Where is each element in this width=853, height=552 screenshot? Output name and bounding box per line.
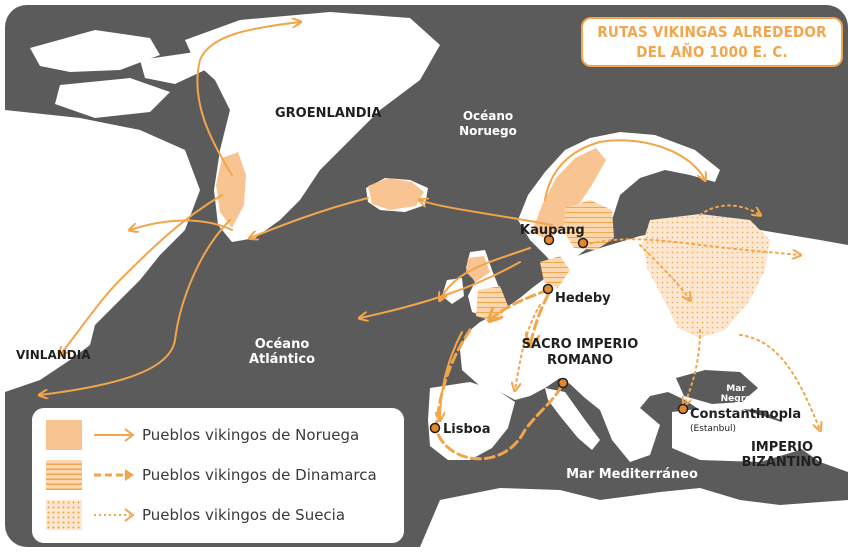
route-sweden-dnieper [639, 244, 690, 300]
label-imperio-2: BIZANTINO [742, 455, 823, 470]
route-sweden-rhine [515, 304, 541, 390]
route-scotland [440, 247, 531, 300]
norway-settlement-greenland [216, 152, 246, 228]
route-denmark-france [530, 293, 550, 345]
legend-swatch-noruega [46, 420, 82, 450]
north-america [5, 110, 200, 392]
label-vinlandia: VINLANDIA [16, 348, 91, 362]
route-sweden-volga-north [699, 204, 760, 215]
route-baffin [130, 219, 233, 230]
legend-swatch-dinamarca [46, 460, 82, 490]
map-title: RUTAS VIKINGAS ALREDEDOR DEL AÑO 1000 E.… [581, 17, 843, 67]
routes-norway [40, 22, 705, 420]
sweden-settlement-rus [642, 214, 770, 338]
label-sacro-imperio-1: SACRO IMPERIO [522, 337, 639, 352]
label-lisboa: Lisboa [443, 422, 491, 437]
label-oceano-noruego-1: Océano [463, 109, 513, 123]
arctic-island-1 [30, 30, 160, 72]
legend-text-suecia: Pueblos vikingos de Suecia [142, 506, 346, 524]
legend-row-suecia: Pueblos vikingos de Suecia [32, 500, 404, 530]
balkans [600, 408, 660, 462]
label-kaupang: Kaupang [520, 223, 585, 238]
lisboa-dot [429, 422, 441, 434]
route-sweden-caspian [739, 334, 820, 430]
norway-settlement-iceland [368, 178, 424, 210]
route-iceland-greenland [250, 197, 369, 238]
dashed-arrow-right-icon [94, 469, 134, 481]
title-line-1: RUTAS VIKINGAS ALREDEDOR [597, 23, 827, 41]
black-sea [676, 370, 758, 404]
label-oceano-atlantico-2: Atlántico [249, 352, 315, 367]
label-estanbul: (Estanbul) [690, 424, 736, 434]
label-oceano-atlantico-1: Océano [255, 337, 310, 352]
route-greenland-vinland [60, 194, 223, 355]
kaupang-dot [543, 234, 555, 246]
label-imperio-1: IMPERIO [751, 440, 813, 455]
constantinopla-dot [677, 403, 689, 415]
legend-text-dinamarca: Pueblos vikingos de Dinamarca [142, 466, 377, 484]
routes-sweden [515, 204, 820, 430]
norway-settlement-scotland [466, 256, 490, 282]
legend-row-dinamarca: Pueblos vikingos de Dinamarca [32, 460, 404, 490]
route-greenland-north [196, 22, 300, 176]
label-groenlandia: GROENLANDIA [275, 106, 381, 121]
legend-swatch-suecia [46, 500, 82, 530]
label-oceano-noruego-2: Noruego [459, 124, 517, 138]
route-sweden-constantinople [684, 329, 701, 405]
route-norway-iceland [420, 200, 553, 226]
legend-text-noruega: Pueblos vikingos de Noruega [142, 426, 360, 444]
cities [429, 234, 689, 434]
label-constantinopla: Constantinopla [690, 407, 801, 422]
arrow-right-icon [94, 428, 135, 442]
routes-denmark [434, 288, 564, 461]
legend-row-noruega: Pueblos vikingos de Noruega [32, 420, 404, 450]
route-atlantic-coast [440, 331, 463, 420]
anatolia [672, 405, 800, 462]
norway-settlement-norway [532, 148, 606, 240]
rome-dot [557, 377, 569, 389]
legend: Pueblos vikingos de Noruega Pueblos viki… [32, 408, 404, 543]
label-mar-negro-2: Negro [721, 394, 752, 404]
iberia [428, 382, 515, 460]
route-iberia-loop [434, 328, 564, 461]
route-vinland-south [40, 219, 231, 395]
arctic-island-2 [55, 78, 170, 118]
label-mar-negro-1: Mar [726, 384, 746, 394]
title-line-2: DEL AÑO 1000 E. C. [636, 43, 788, 61]
denmark-settlement-denmark [540, 256, 570, 288]
label-mar-mediterraneo: Mar Mediterráneo [566, 467, 698, 482]
dotted-arrow-right-icon [94, 508, 135, 522]
label-sacro-imperio-2: ROMANO [547, 353, 613, 368]
hedeby-dot [542, 283, 554, 295]
arctic-island-3 [140, 52, 205, 84]
route-north-cape [544, 139, 705, 201]
greenland [185, 12, 440, 242]
birka-dot [577, 237, 589, 249]
route-denmark-england [490, 288, 550, 320]
denmark-settlement-sweden [564, 200, 614, 250]
italy [545, 388, 600, 450]
label-hedeby: Hedeby [555, 291, 611, 306]
route-atlantic-west [360, 261, 521, 318]
north-africa [420, 488, 848, 547]
route-sweden-east [584, 238, 800, 255]
